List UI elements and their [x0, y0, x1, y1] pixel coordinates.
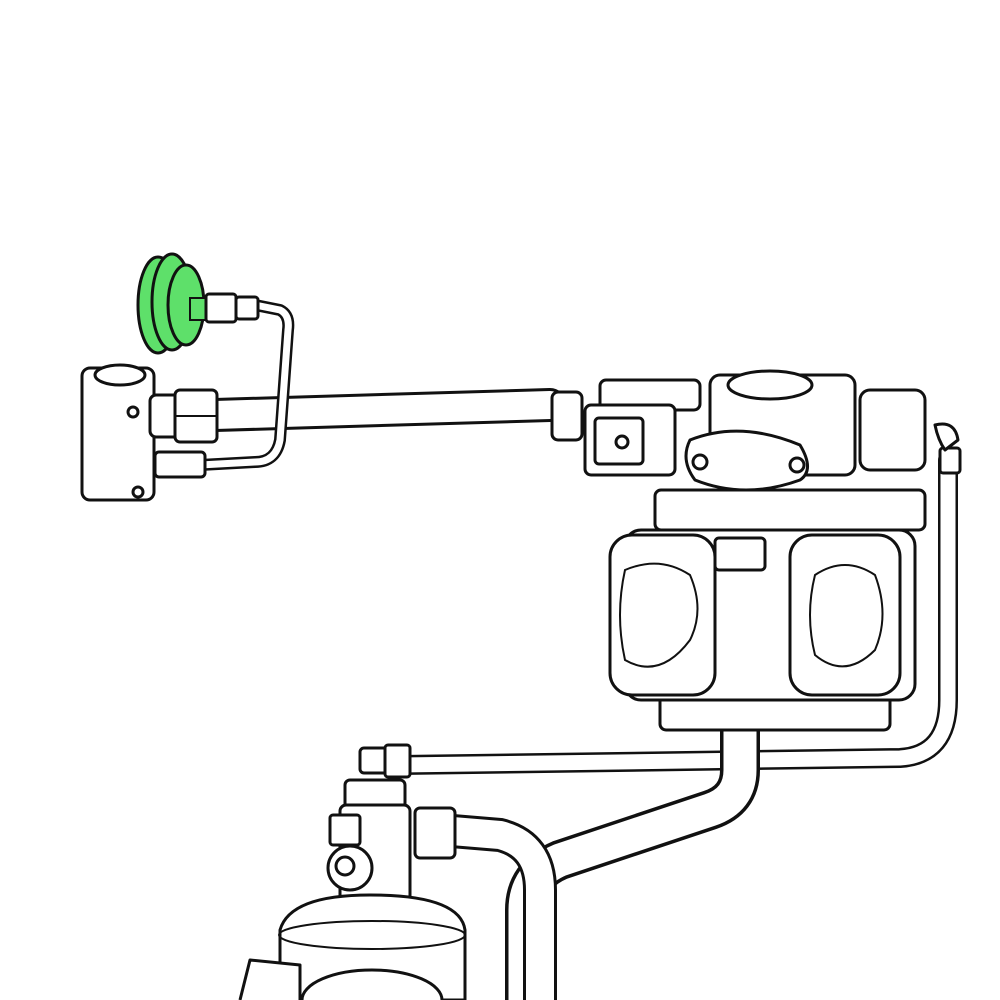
right-pump-cover [788, 533, 902, 697]
pump-assembly [608, 369, 962, 732]
pressure-gauge-diaphragm [136, 252, 260, 355]
left-pump-cover [608, 533, 717, 697]
filter-tank [238, 743, 467, 1000]
pipes [194, 299, 958, 1000]
left-manifold-block [80, 363, 219, 502]
solenoid-valve [550, 378, 702, 477]
